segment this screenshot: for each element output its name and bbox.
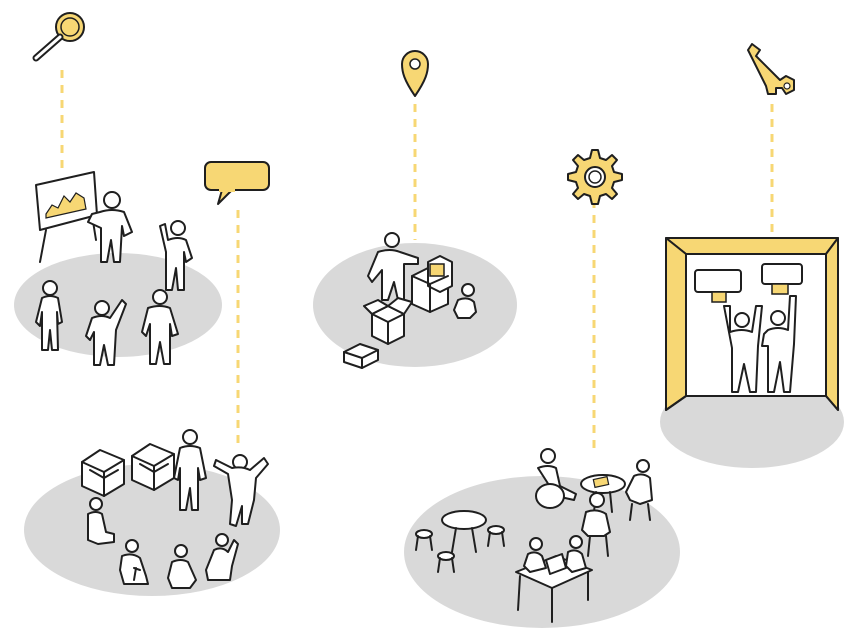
person-figure (173, 429, 207, 511)
stool (415, 529, 433, 551)
seated-figure (167, 544, 197, 589)
person-figure (213, 454, 269, 527)
location-pin-icon (401, 50, 429, 97)
open-box (363, 297, 413, 345)
seated-figure (581, 492, 611, 557)
presentation-group (14, 12, 222, 366)
testing-room-group (660, 43, 844, 468)
note-bubble (761, 263, 803, 295)
seated-figure (523, 537, 547, 573)
presenter-figure (87, 191, 133, 263)
seated-figure (565, 535, 587, 573)
workshop-group (24, 161, 280, 596)
chart-board (35, 171, 98, 263)
machine (411, 255, 453, 313)
magnifier-icon (32, 12, 85, 62)
platform (660, 376, 844, 468)
person-figure (761, 295, 797, 393)
seated-figure (119, 539, 149, 585)
seated-figure (205, 533, 239, 581)
stool (487, 525, 505, 547)
round-table (580, 474, 626, 513)
seated-figure (625, 459, 653, 521)
flat-box (343, 343, 379, 369)
person-figure (35, 280, 63, 351)
cafe-group (404, 149, 680, 628)
person-figure (367, 232, 419, 301)
seated-figure (87, 497, 115, 545)
armchair (131, 443, 175, 491)
speech-bubble-icon (204, 161, 270, 205)
armchair (81, 449, 125, 497)
stool (437, 551, 455, 573)
person-figure (85, 299, 127, 366)
wrench-icon (747, 43, 795, 95)
person-figure (159, 220, 193, 291)
person-figure (141, 289, 179, 365)
seated-figure (453, 283, 477, 319)
seated-figure (535, 448, 577, 509)
gear-icon (567, 149, 623, 205)
note-bubble (694, 269, 742, 303)
round-table (441, 510, 487, 553)
prototyping-group (313, 50, 517, 369)
person-figure (723, 305, 763, 393)
